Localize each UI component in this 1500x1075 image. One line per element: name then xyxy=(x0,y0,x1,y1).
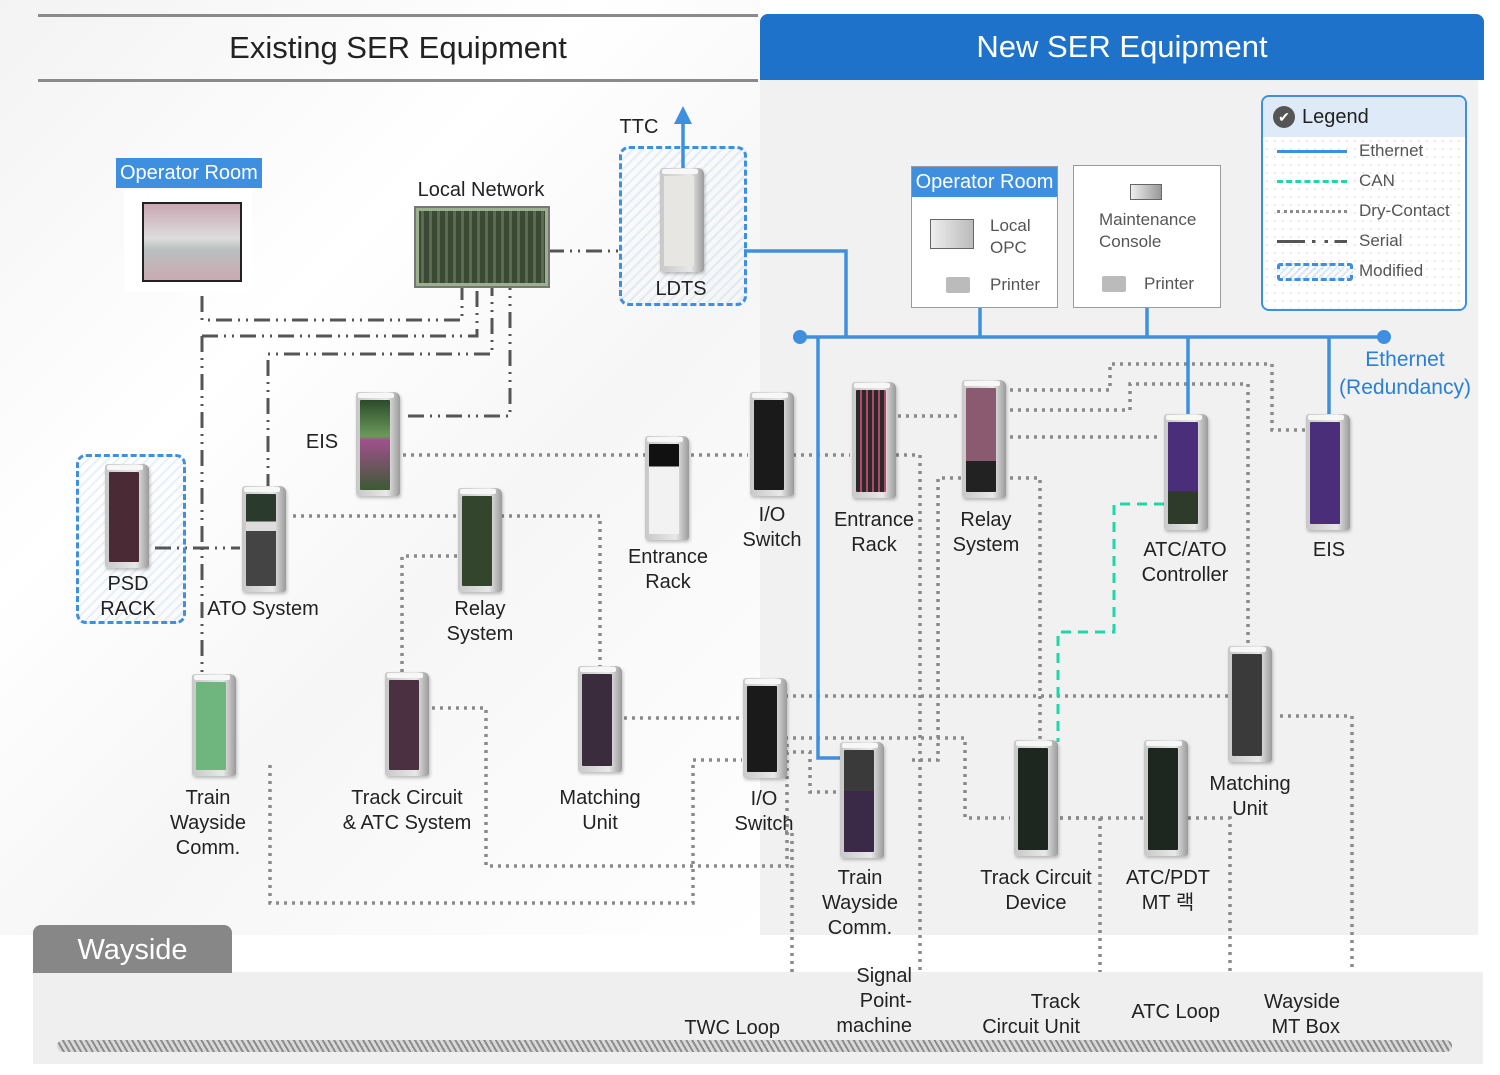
ethernet-line xyxy=(816,337,842,760)
legend-item-can: CAN xyxy=(1263,167,1465,197)
existing-relay-system-rack[interactable] xyxy=(458,488,502,592)
legend-title: Legend xyxy=(1302,105,1369,128)
track-circuit-atc-label: Track Circuit& ATC System xyxy=(342,787,472,834)
new-operator-room-tag: Operator Room xyxy=(912,167,1057,197)
maintenance-printer-label: Printer xyxy=(1144,274,1195,293)
io-switch-top-rack[interactable] xyxy=(750,392,794,496)
psd-rack[interactable] xyxy=(105,464,149,568)
existing-eis-label: EIS xyxy=(305,431,339,453)
operator-room-printer-label: Printer xyxy=(990,275,1041,294)
legend-check-icon: ✔ xyxy=(1273,106,1295,128)
dry-contact-line xyxy=(1010,362,1306,432)
ttc-arrow-icon xyxy=(674,106,692,124)
ldts-rack[interactable] xyxy=(660,168,704,272)
dry-contact-line xyxy=(293,514,602,668)
wayside-tab: Wayside xyxy=(33,925,232,973)
existing-ser-header: Existing SER Equipment xyxy=(38,14,758,82)
legend-item-ethernet: Ethernet xyxy=(1263,137,1465,167)
rail-track xyxy=(57,1040,1452,1052)
legend-item-modified: Modified xyxy=(1263,257,1465,287)
new-matching-unit-rack[interactable] xyxy=(1228,646,1272,762)
printer-icon xyxy=(1102,276,1126,292)
dry-contact-line xyxy=(432,706,789,868)
ethernet-redundancy-label: Ethernet(Redundancy) xyxy=(1339,348,1471,399)
legend-item-serial: Serial xyxy=(1263,227,1465,257)
new-ser-header: New SER Equipment xyxy=(760,14,1484,80)
local-network-label: Local Network xyxy=(417,179,545,201)
can-line xyxy=(1056,502,1164,742)
new-entrance-rack[interactable] xyxy=(852,382,896,498)
bus-endpoint xyxy=(793,330,807,344)
ato-system-label: ATO System xyxy=(207,598,319,620)
twc-loop-label: TWC Loop xyxy=(684,1017,780,1039)
new-relay-system-rack[interactable] xyxy=(962,380,1006,498)
dry-contact-line xyxy=(1280,714,1354,1020)
dry-contact-line xyxy=(1010,476,1042,740)
track-circuit-device-rack[interactable] xyxy=(1014,740,1058,856)
new-eis-label: EIS xyxy=(1312,539,1346,561)
ldts-label: LDTS xyxy=(655,278,707,300)
maintenance-console-icon xyxy=(1130,184,1162,200)
atc-pdt-mt-rack[interactable] xyxy=(1144,740,1188,856)
ethernet-line xyxy=(744,249,848,337)
serial-line xyxy=(200,286,464,322)
dry-contact-lines xyxy=(268,362,1354,1020)
dry-contact-line xyxy=(785,736,1010,820)
new-eis-rack[interactable] xyxy=(1306,414,1350,530)
existing-eis-rack[interactable] xyxy=(356,392,400,496)
serial-line xyxy=(408,286,512,418)
existing-operator-room-tag: Operator Room xyxy=(116,158,262,188)
atc-ato-controller-rack[interactable] xyxy=(1164,414,1208,530)
serial-line xyxy=(266,286,494,490)
ato-system-rack[interactable] xyxy=(242,486,286,592)
dry-contact-line xyxy=(268,758,742,905)
io-switch-bottom-rack[interactable] xyxy=(743,678,787,778)
bus-endpoint xyxy=(1377,330,1391,344)
dry-contact-line xyxy=(400,554,457,672)
local-opc-icon xyxy=(930,219,974,249)
local-network-device[interactable] xyxy=(414,206,550,288)
serial-line xyxy=(202,286,479,338)
atc-loop-label: ATC Loop xyxy=(1131,1001,1220,1023)
track-circuit-atc-rack[interactable] xyxy=(385,672,429,776)
printer-icon xyxy=(946,277,970,293)
ethernet-lines xyxy=(681,122,1384,760)
existing-train-wayside-comm-rack[interactable] xyxy=(192,674,236,776)
dry-contact-line xyxy=(1060,816,1232,1020)
dry-contact-line xyxy=(1010,382,1250,646)
dry-contact-line xyxy=(785,830,794,1020)
dry-contact-line xyxy=(896,453,922,1020)
existing-matching-unit-rack[interactable] xyxy=(578,666,622,772)
existing-entrance-rack[interactable] xyxy=(645,436,689,540)
ttc-label: TTC xyxy=(619,116,659,138)
existing-operator-room-photo xyxy=(124,190,252,292)
new-train-wayside-comm-rack[interactable] xyxy=(840,742,884,858)
legend-item-dry-contact: Dry-Contact xyxy=(1263,197,1465,227)
legend: ✔Legend Ethernet CAN Dry-Contact Serial … xyxy=(1261,95,1467,311)
